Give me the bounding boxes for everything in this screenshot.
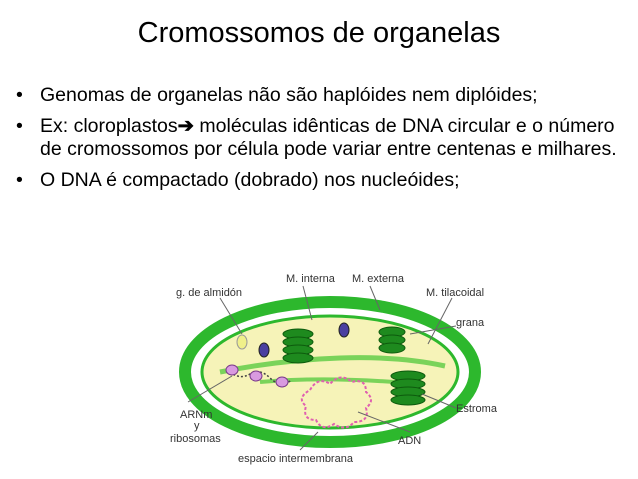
- bullet-text-before-arrow: Ex: cloroplastos: [40, 115, 178, 137]
- bullet-item: • O DNA é compactado (dobrado) nos nucle…: [14, 169, 624, 192]
- leader-lines: [187, 285, 457, 451]
- starch-grain: [236, 334, 248, 350]
- label-grana: grana: [456, 317, 485, 329]
- ribosome: [225, 364, 239, 376]
- right-arrow-icon: ➔: [177, 115, 194, 137]
- label-espacio-intermembrana: espacio intermembrana: [238, 453, 354, 465]
- label-adn: ADN: [398, 435, 421, 447]
- dna-nucleoid: [300, 376, 372, 429]
- bullet-marker: •: [16, 115, 23, 137]
- label-y: y: [194, 420, 200, 432]
- granum: [282, 328, 314, 364]
- label-m-externa: M. externa: [352, 273, 405, 285]
- granum: [390, 370, 426, 406]
- ribosome: [249, 370, 263, 382]
- slide-title: Cromossomos de organelas: [137, 17, 501, 49]
- starch-grain: [258, 342, 270, 358]
- chloroplast-diagram: M. interna M. externa g. de almidón M. t…: [170, 273, 498, 465]
- bullet-text-after-arrow: moléculas idênticas de DNA circular e o …: [40, 115, 617, 160]
- label-g-almidon: g. de almidón: [176, 287, 242, 299]
- stroma-lamella: [219, 355, 446, 375]
- starch-grain: [338, 322, 350, 338]
- bullet-text: Genomas de organelas não são haplóides n…: [40, 84, 538, 106]
- ribosome: [275, 376, 289, 388]
- label-ribosomas: ribosomas: [170, 433, 221, 445]
- label-m-tilacoidal: M. tilacoidal: [426, 287, 484, 299]
- bullet-list: • Genomas de organelas não são haplóides…: [14, 84, 624, 200]
- bullet-marker: •: [16, 84, 23, 106]
- granum: [378, 326, 406, 354]
- label-arnm: ARNm: [180, 409, 212, 421]
- label-m-interna: M. interna: [286, 273, 336, 285]
- label-estroma: Estroma: [456, 403, 498, 415]
- bullet-item: • Ex: cloroplastos➔ moléculas idênticas …: [14, 115, 624, 161]
- bullet-marker: •: [16, 169, 23, 191]
- bullet-text: O DNA é compactado (dobrado) nos nucleói…: [40, 169, 460, 191]
- bullet-item: • Genomas de organelas não são haplóides…: [14, 84, 624, 107]
